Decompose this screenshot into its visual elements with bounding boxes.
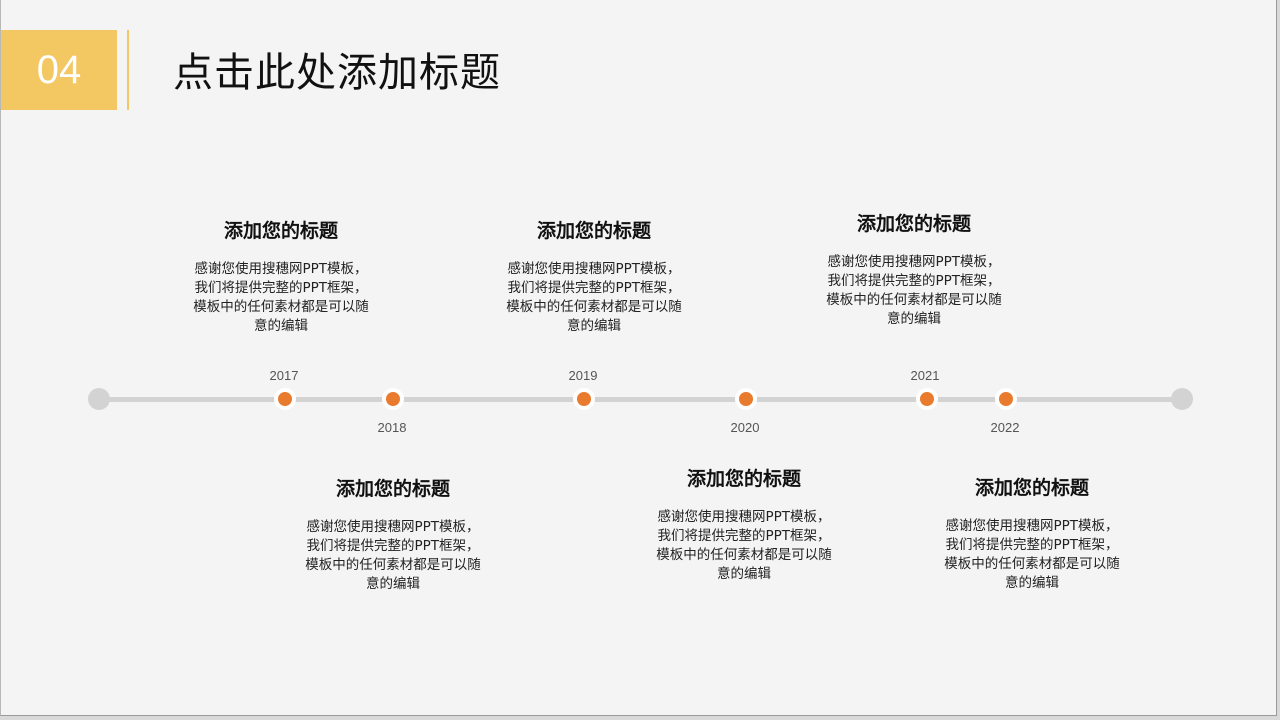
- card-title: 添加您的标题: [223, 220, 338, 242]
- card-body: 感谢您使用搜穗网PPT模板，我们将提供完整的PPT框架，模板中的任何素材都是可以…: [305, 519, 481, 592]
- year-label: 2020: [730, 420, 760, 435]
- milestone-dot-2018: [382, 388, 404, 410]
- timeline-line: [99, 397, 1183, 402]
- year-label: 2017: [269, 368, 299, 383]
- card-title: 添加您的标题: [686, 468, 801, 490]
- card-body: 感谢您使用搜穗网PPT模板，我们将提供完整的PPT框架，模板中的任何素材都是可以…: [193, 261, 369, 334]
- timeline-start-cap: [88, 388, 110, 410]
- milestone-dot-2022: [995, 388, 1017, 410]
- card-body: 感谢您使用搜穗网PPT模板，我们将提供完整的PPT框架，模板中的任何素材都是可以…: [506, 261, 682, 334]
- milestone-dot-2021: [916, 388, 938, 410]
- card-title: 添加您的标题: [856, 213, 971, 235]
- card-title: 添加您的标题: [335, 478, 450, 500]
- milestone-card[interactable]: 添加您的标题 感谢您使用搜穗网PPT模板，我们将提供完整的PPT框架，模板中的任…: [819, 211, 1009, 329]
- milestone-dot-2017: [274, 388, 296, 410]
- milestone-dot-2020: [735, 388, 757, 410]
- milestone-card[interactable]: 添加您的标题 感谢您使用搜穗网PPT模板，我们将提供完整的PPT框架，模板中的任…: [937, 475, 1127, 593]
- year-label: 2018: [377, 420, 407, 435]
- header-divider: [127, 30, 129, 110]
- card-body: 感谢您使用搜穗网PPT模板，我们将提供完整的PPT框架，模板中的任何素材都是可以…: [656, 509, 832, 582]
- card-body: 感谢您使用搜穗网PPT模板，我们将提供完整的PPT框架，模板中的任何素材都是可以…: [826, 254, 1002, 327]
- page-title[interactable]: 点击此处添加标题: [173, 50, 501, 96]
- milestone-card[interactable]: 添加您的标题 感谢您使用搜穗网PPT模板，我们将提供完整的PPT框架，模板中的任…: [186, 218, 376, 336]
- milestone-card[interactable]: 添加您的标题 感谢您使用搜穗网PPT模板，我们将提供完整的PPT框架，模板中的任…: [649, 466, 839, 584]
- timeline-end-cap: [1171, 388, 1193, 410]
- card-title: 添加您的标题: [536, 220, 651, 242]
- year-label: 2022: [990, 420, 1020, 435]
- milestone-dot-2019: [573, 388, 595, 410]
- milestone-card[interactable]: 添加您的标题 感谢您使用搜穗网PPT模板，我们将提供完整的PPT框架，模板中的任…: [499, 218, 689, 336]
- card-body: 感谢您使用搜穗网PPT模板，我们将提供完整的PPT框架，模板中的任何素材都是可以…: [944, 518, 1120, 591]
- card-title: 添加您的标题: [974, 477, 1089, 499]
- milestone-card[interactable]: 添加您的标题 感谢您使用搜穗网PPT模板，我们将提供完整的PPT框架，模板中的任…: [298, 476, 488, 594]
- year-label: 2019: [568, 368, 598, 383]
- year-label: 2021: [910, 368, 940, 383]
- section-number-badge: 04: [1, 30, 117, 110]
